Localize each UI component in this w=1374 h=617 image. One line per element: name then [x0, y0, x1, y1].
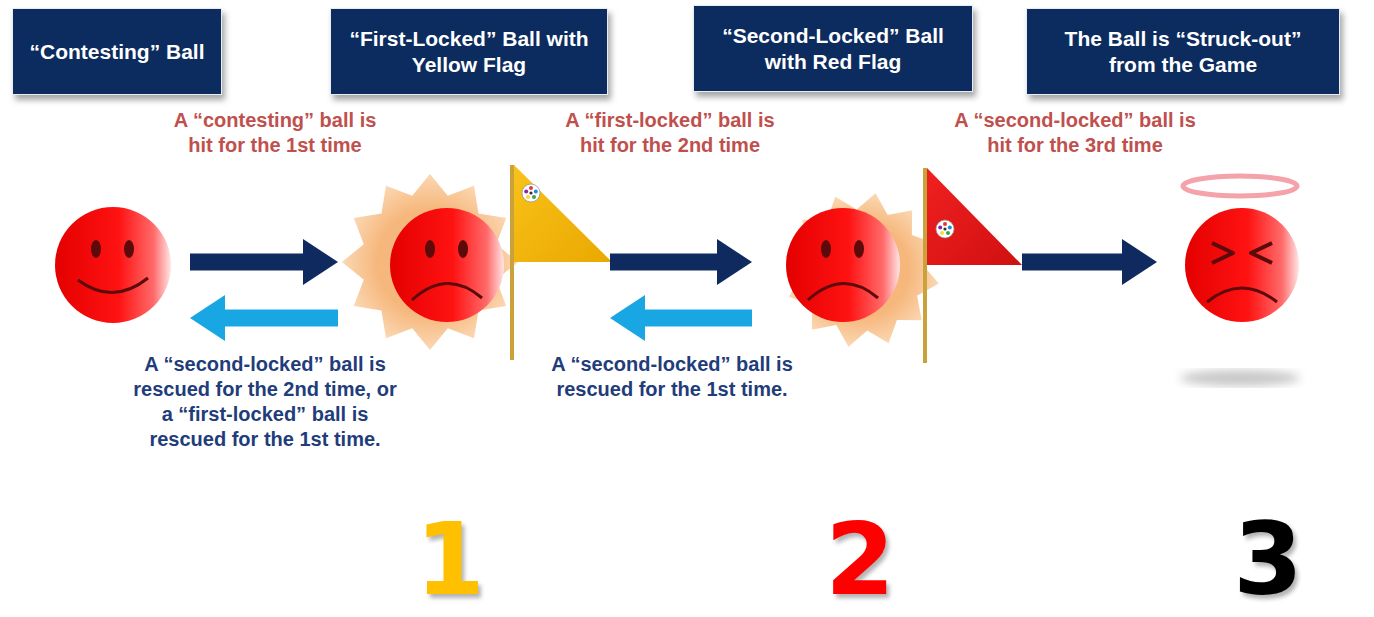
- hit-burst: [342, 174, 518, 350]
- transition-label: A “second-locked” ball is rescued for th…: [126, 352, 404, 452]
- ball-shadow: [1180, 370, 1300, 386]
- red-flag: [923, 168, 1022, 363]
- sad-ball: [786, 208, 900, 322]
- transition-label: A “second-locked” ball is rescued for th…: [533, 352, 811, 402]
- yellow-flag: [510, 165, 612, 360]
- step-number: 1: [390, 510, 510, 610]
- happy-ball: [55, 207, 171, 323]
- state-heading: The Ball is “Struck-out” from the Game: [1026, 8, 1340, 95]
- transition-arrow: [225, 310, 338, 327]
- transition-arrow: [610, 254, 717, 271]
- sad-ball: [390, 208, 504, 322]
- transition-label: A “first-locked” ball is hit for the 2nd…: [559, 108, 781, 158]
- transition-arrow: [645, 310, 752, 327]
- halo: [1183, 176, 1297, 196]
- ball-node: “Second-Locked” Ball with Red Flag: [752, 160, 1022, 360]
- step-number: 3: [1208, 510, 1328, 610]
- state-heading: “Contesting” Ball: [12, 8, 222, 95]
- state-heading: “First-Locked” Ball with Yellow Flag: [330, 8, 608, 95]
- transition-label: A “second-locked” ball is hit for the 3r…: [950, 108, 1200, 158]
- struck-out-ball: [1185, 208, 1299, 322]
- ball-node: The Ball is “Struck-out” from the Game: [1157, 160, 1310, 360]
- step-number: 2: [800, 510, 920, 610]
- transition-arrow: [1022, 254, 1122, 271]
- ball-node: “First-Locked” Ball with Yellow Flag: [338, 160, 610, 360]
- transition-label: A “contesting” ball is hit for the 1st t…: [159, 108, 391, 158]
- ball-node: “Contesting” Ball: [50, 195, 190, 340]
- state-heading: “Second-Locked” Ball with Red Flag: [693, 5, 973, 92]
- transition-arrow: [190, 254, 303, 271]
